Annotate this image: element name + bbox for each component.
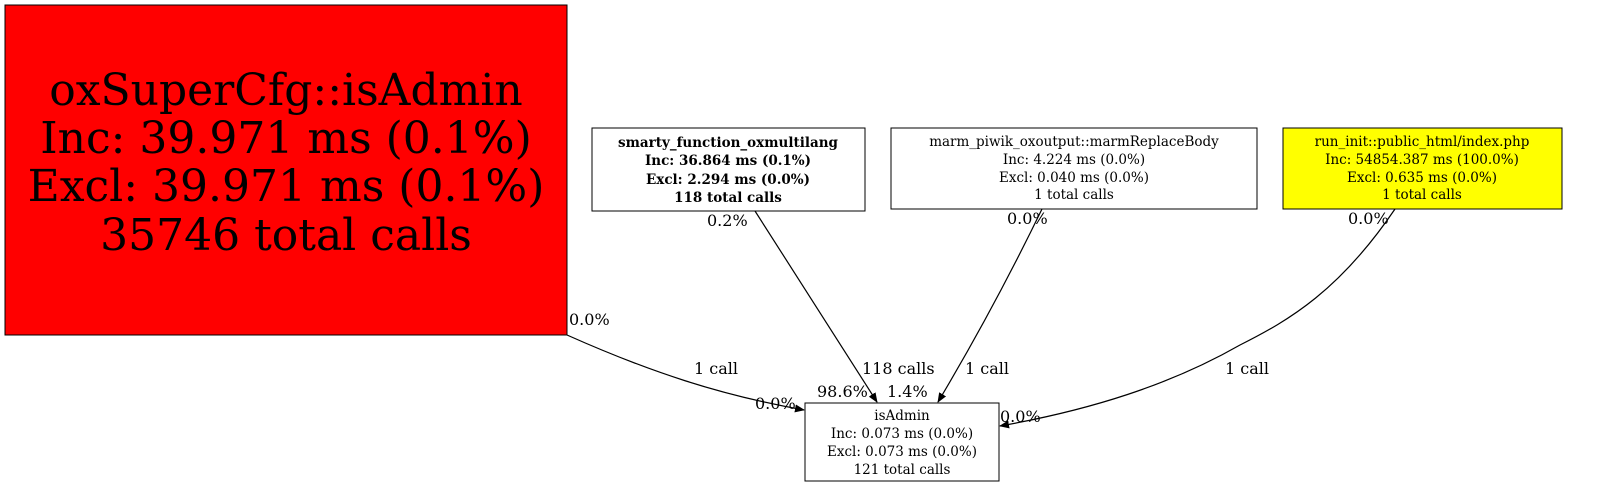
node-title: isAdmin bbox=[874, 408, 930, 424]
node-inclusive: Inc: 0.073 ms (0.0%) bbox=[831, 426, 973, 442]
node-isadmin[interactable]: isAdmin Inc: 0.073 ms (0.0%) Excl: 0.073… bbox=[804, 402, 1000, 482]
edge-tail-percent: 0.0% bbox=[569, 310, 610, 329]
edge-tail-percent: 0.0% bbox=[1007, 209, 1048, 228]
node-smarty-function-oxmultilang[interactable]: smarty_function_oxmultilang Inc: 36.864 … bbox=[591, 127, 866, 212]
node-title: oxSuperCfg::isAdmin bbox=[49, 65, 523, 116]
node-inclusive: Inc: 39.971 ms (0.1%) bbox=[40, 113, 532, 164]
node-calls: 35746 total calls bbox=[100, 210, 472, 261]
node-exclusive: Excl: 0.635 ms (0.0%) bbox=[1347, 170, 1497, 186]
node-inclusive: Inc: 36.864 ms (0.1%) bbox=[645, 153, 811, 169]
edge-head-percent: 1.4% bbox=[887, 382, 928, 401]
edge-head-percent: 0.0% bbox=[755, 394, 796, 413]
node-calls: 121 total calls bbox=[854, 462, 951, 478]
edge-head-percent: 0.0% bbox=[1000, 407, 1041, 426]
node-title: marm_piwik_oxoutput::marmReplaceBody bbox=[929, 134, 1219, 150]
edge-marm-to-isadmin: 0.0% 1 call 1.4% bbox=[887, 208, 1048, 403]
node-calls: 1 total calls bbox=[1382, 187, 1462, 203]
node-inclusive: Inc: 4.224 ms (0.0%) bbox=[1003, 152, 1145, 168]
edge-label: 1 call bbox=[694, 359, 738, 378]
edge-smarty-to-isadmin: 0.2% 118 calls 98.6% bbox=[707, 210, 935, 403]
edge-head-percent: 98.6% bbox=[817, 382, 868, 401]
node-title: smarty_function_oxmultilang bbox=[618, 135, 839, 151]
node-run-init-index[interactable]: run_init::public_html/index.php Inc: 548… bbox=[1282, 127, 1563, 210]
node-exclusive: Excl: 0.040 ms (0.0%) bbox=[999, 170, 1149, 186]
edge-tail-percent: 0.0% bbox=[1348, 209, 1389, 228]
node-title: run_init::public_html/index.php bbox=[1315, 134, 1530, 150]
edge-label: 1 call bbox=[1225, 359, 1269, 378]
edge-tail-percent: 0.2% bbox=[707, 211, 748, 230]
node-marm-replace-body[interactable]: marm_piwik_oxoutput::marmReplaceBody Inc… bbox=[890, 127, 1258, 210]
node-inclusive: Inc: 54854.387 ms (100.0%) bbox=[1325, 152, 1519, 168]
node-oxsupercfg-isadmin[interactable]: oxSuperCfg::isAdmin Inc: 39.971 ms (0.1%… bbox=[4, 4, 568, 336]
node-exclusive: Excl: 0.073 ms (0.0%) bbox=[827, 444, 977, 460]
edge-label: 1 call bbox=[965, 359, 1009, 378]
edge-run-init-to-isadmin: 0.0% 1 call 0.0% bbox=[999, 208, 1396, 429]
edge-oxsupercfg-to-isadmin: 0.0% 1 call 0.0% bbox=[566, 310, 805, 413]
node-calls: 118 total calls bbox=[674, 190, 782, 206]
node-calls: 1 total calls bbox=[1034, 187, 1114, 203]
node-exclusive: Excl: 39.971 ms (0.1%) bbox=[28, 161, 545, 212]
node-exclusive: Excl: 2.294 ms (0.0%) bbox=[646, 172, 810, 188]
edge-label: 118 calls bbox=[862, 359, 935, 378]
